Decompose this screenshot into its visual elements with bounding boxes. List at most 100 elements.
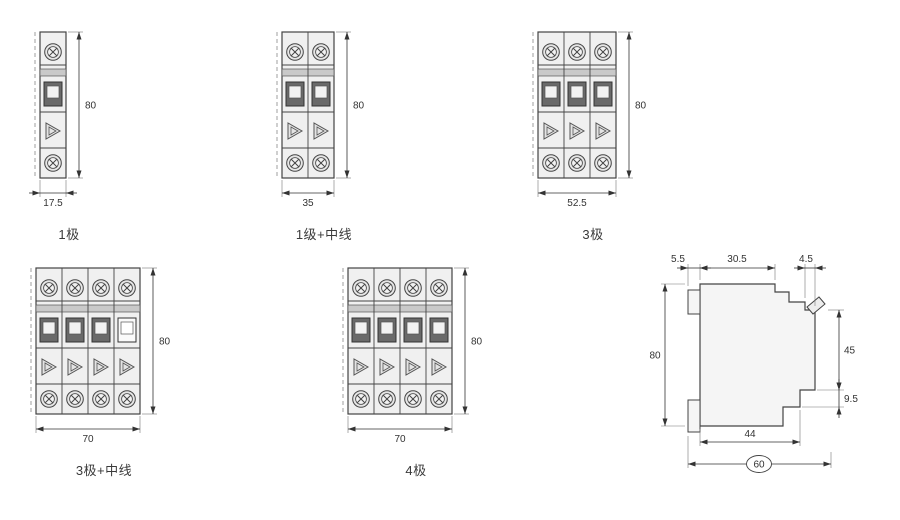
arrow-indicator-icon	[41, 358, 58, 376]
arrow-indicator-icon	[379, 358, 396, 376]
arrow-indicator-icon	[543, 122, 560, 140]
figure-caption: 1极	[58, 227, 80, 242]
screw-terminal-icon	[312, 43, 330, 61]
screw-terminal-icon	[44, 154, 62, 172]
figure-caption: 1级+中线	[295, 227, 353, 242]
screw-terminal-icon	[430, 390, 448, 408]
width-dim-label: 70	[82, 434, 94, 445]
breaker-front-view: 80 70	[30, 267, 171, 445]
switch-toggle	[570, 85, 584, 99]
base-depth-label: 44	[744, 429, 756, 440]
pole-module	[61, 268, 85, 414]
switch-toggle	[432, 321, 446, 335]
reference-dim-oval	[746, 455, 772, 473]
screw-terminal-icon	[378, 279, 396, 297]
height-dim-label: 80	[471, 337, 483, 348]
figure-caption: 4极	[405, 463, 427, 478]
figure-1-pole: 80 17.5 1极	[26, 26, 112, 243]
arrow-indicator-icon	[313, 122, 330, 140]
side-profile	[687, 283, 826, 433]
arrow-indicator-icon	[595, 122, 612, 140]
screw-terminal-icon	[542, 154, 560, 172]
switch-toggle	[354, 321, 368, 335]
pole-module	[425, 268, 449, 414]
screw-terminal-icon	[92, 279, 110, 297]
breaker-front-drawing: 80 70	[334, 262, 498, 455]
dim-body-top: 30.5	[700, 254, 775, 271]
screw-terminal-icon	[286, 154, 304, 172]
screw-terminal-icon	[352, 390, 370, 408]
screw-terminal-icon	[352, 279, 370, 297]
dim-base-depth: 44	[700, 429, 800, 445]
breaker-front-drawing: 80 52.5	[524, 26, 662, 219]
screw-terminal-icon	[378, 390, 396, 408]
screw-terminal-icon	[404, 390, 422, 408]
breaker-front-view: 80 70	[342, 267, 483, 445]
figure-3-pole-neutral: 80 70 3极+中线	[22, 262, 186, 479]
switch-toggle	[288, 85, 302, 99]
handle-depth-label: 4.5	[799, 254, 813, 265]
width-dimension: 17.5	[29, 190, 77, 209]
breaker-front-drawing: 80 35	[268, 26, 380, 219]
height-dimension: 80	[76, 32, 97, 178]
breaker-body	[532, 31, 617, 179]
screw-terminal-icon	[594, 154, 612, 172]
dim-height: 80	[649, 284, 668, 426]
front-step-label: 9.5	[844, 394, 858, 405]
height-dim-label: 80	[159, 337, 171, 348]
din-clip-bottom	[687, 399, 701, 433]
screw-terminal-icon	[44, 43, 62, 61]
height-dim-label: 80	[353, 101, 365, 112]
width-dimension: 35	[282, 190, 334, 209]
screw-terminal-icon	[118, 279, 136, 297]
breaker-front-view: 80 35	[276, 31, 365, 209]
screw-terminal-icon	[542, 43, 560, 61]
width-dim-label: 17.5	[43, 198, 63, 209]
figure-1-pole-neutral: 80 35 1级+中线	[268, 26, 380, 243]
switch-toggle	[406, 321, 420, 335]
screw-terminal-icon	[286, 43, 304, 61]
pole-module	[399, 268, 423, 414]
arrow-indicator-icon	[119, 358, 136, 376]
screw-terminal-icon	[568, 154, 586, 172]
width-dim-label: 52.5	[567, 198, 587, 209]
arrow-indicator-icon	[353, 358, 370, 376]
height-dimension: 80	[626, 32, 647, 178]
switch-toggle	[544, 85, 558, 99]
front-height-label: 45	[844, 346, 856, 357]
switch-toggle	[46, 85, 60, 99]
pole-module	[373, 268, 397, 414]
pole-module	[351, 279, 371, 408]
figure-caption: 3极+中线	[75, 463, 133, 478]
switch-toggle	[94, 321, 108, 335]
width-dimension: 70	[348, 426, 452, 445]
arrow-indicator-icon	[431, 358, 448, 376]
pole-module	[43, 43, 63, 172]
screw-terminal-icon	[66, 390, 84, 408]
breaker-front-view: 80 17.5	[29, 31, 97, 209]
screw-terminal-icon	[568, 43, 586, 61]
pole-module	[39, 279, 59, 408]
width-dimension: 70	[36, 426, 140, 445]
screw-terminal-icon	[118, 390, 136, 408]
height-label: 80	[649, 351, 661, 362]
width-dim-label: 35	[302, 198, 314, 209]
breaker-front-drawing: 80 70	[22, 262, 186, 455]
dim-handle: 4.5	[794, 254, 826, 271]
switch-toggle	[120, 321, 134, 335]
pole-module	[307, 32, 331, 178]
switch-toggle	[42, 321, 56, 335]
breaker-front-drawing: 80 17.5	[26, 26, 112, 219]
height-dimension: 80	[344, 32, 365, 178]
arrow-indicator-icon	[45, 122, 62, 140]
pole-module	[563, 32, 587, 178]
screw-terminal-icon	[430, 279, 448, 297]
arrow-indicator-icon	[67, 358, 84, 376]
pole-module	[285, 43, 305, 172]
screw-terminal-icon	[40, 390, 58, 408]
switch-toggle	[596, 85, 610, 99]
figure-caption: 3极	[582, 227, 604, 242]
